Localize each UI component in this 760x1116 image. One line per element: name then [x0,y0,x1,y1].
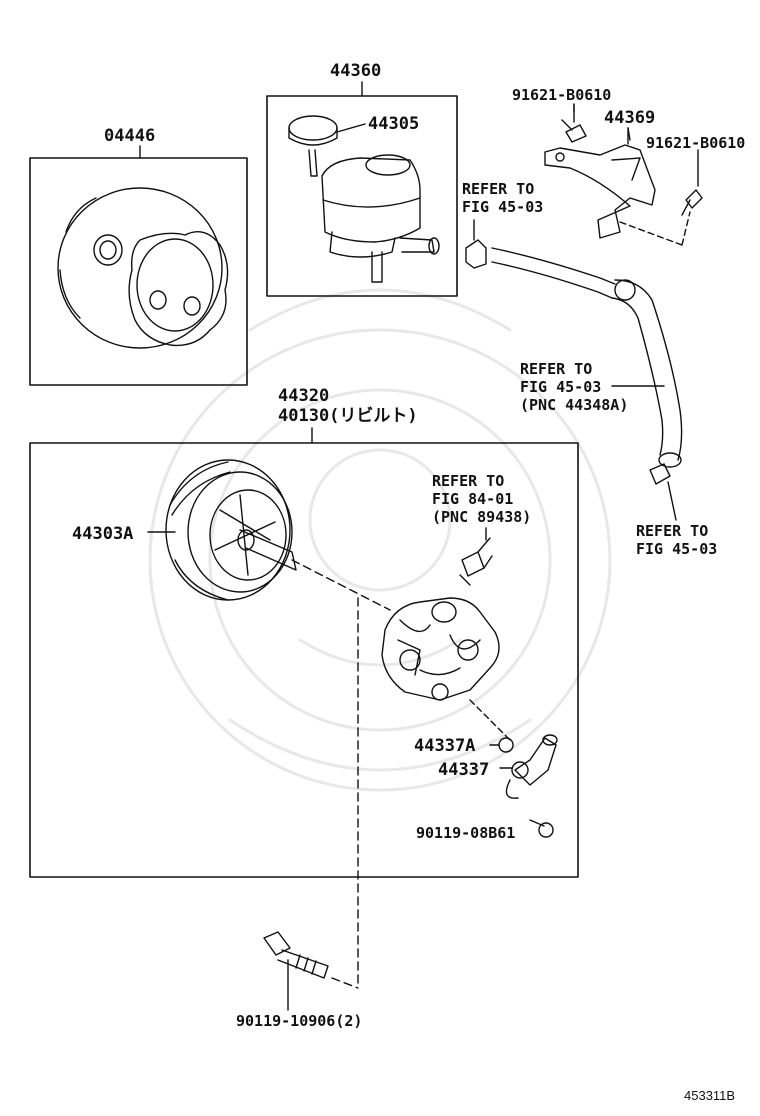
refer-to-fig-45-03-pnc-44348a[interactable]: REFER TO FIG 45-03 (PNC 44348A) [520,360,629,414]
o-ring-44337a [498,737,514,753]
bolt-90119-08b61 [529,819,554,838]
bolt-90119-10906 [263,931,329,979]
label-44320[interactable]: 44320 [278,386,330,406]
pulley-drawing [165,459,297,601]
union-44337-drawing [505,734,558,799]
hose-clamp-top [465,219,487,269]
label-44360[interactable]: 44360 [330,61,382,81]
kit-box-04446 [29,157,248,386]
dash-bracket-bolt2 [681,211,691,246]
pump-body-drawing [381,597,500,701]
dash-bracket-bolt [619,221,683,246]
gasket-kit-drawing [57,187,229,349]
label-04446[interactable]: 04446 [104,126,156,146]
dash-bolt-line [331,977,359,989]
label-91621-b0610-left[interactable]: 91621-B0610 [512,86,612,104]
return-hose-drawing [491,247,683,485]
refer-to-fig-45-03-top[interactable]: REFER TO FIG 45-03 [462,180,544,216]
label-90119-08b61[interactable]: 90119-08B61 [416,824,516,842]
refer-to-fig-84-01[interactable]: REFER TO FIG 84-01 (PNC 89438) [432,472,532,526]
refer-to-fig-45-03-right[interactable]: REFER TO FIG 45-03 [636,522,718,558]
reservoir-tank-drawing [321,154,440,283]
label-40130-rebuilt[interactable]: 40130(リビルト) [278,406,418,426]
dash-union-line [469,699,511,741]
reservoir-cap-drawing [288,115,366,177]
label-44303a[interactable]: 44303A [72,524,134,544]
label-91621-b0610-right[interactable]: 91621-B0610 [646,134,746,152]
leader-refer-right [667,481,677,521]
label-44337[interactable]: 44337 [438,760,490,780]
watermark-emblem [148,288,612,792]
pressure-switch-drawing [459,537,493,586]
pump-box-44320 [29,442,579,878]
label-90119-10906[interactable]: 90119-10906(2) [236,1012,363,1030]
dash-shaft-line [291,559,391,611]
figure-code: 453311B [684,1088,736,1103]
label-44369[interactable]: 44369 [604,108,656,128]
label-44337a[interactable]: 44337A [414,736,476,756]
reservoir-box-44360 [266,95,458,297]
label-44305[interactable]: 44305 [368,114,420,134]
